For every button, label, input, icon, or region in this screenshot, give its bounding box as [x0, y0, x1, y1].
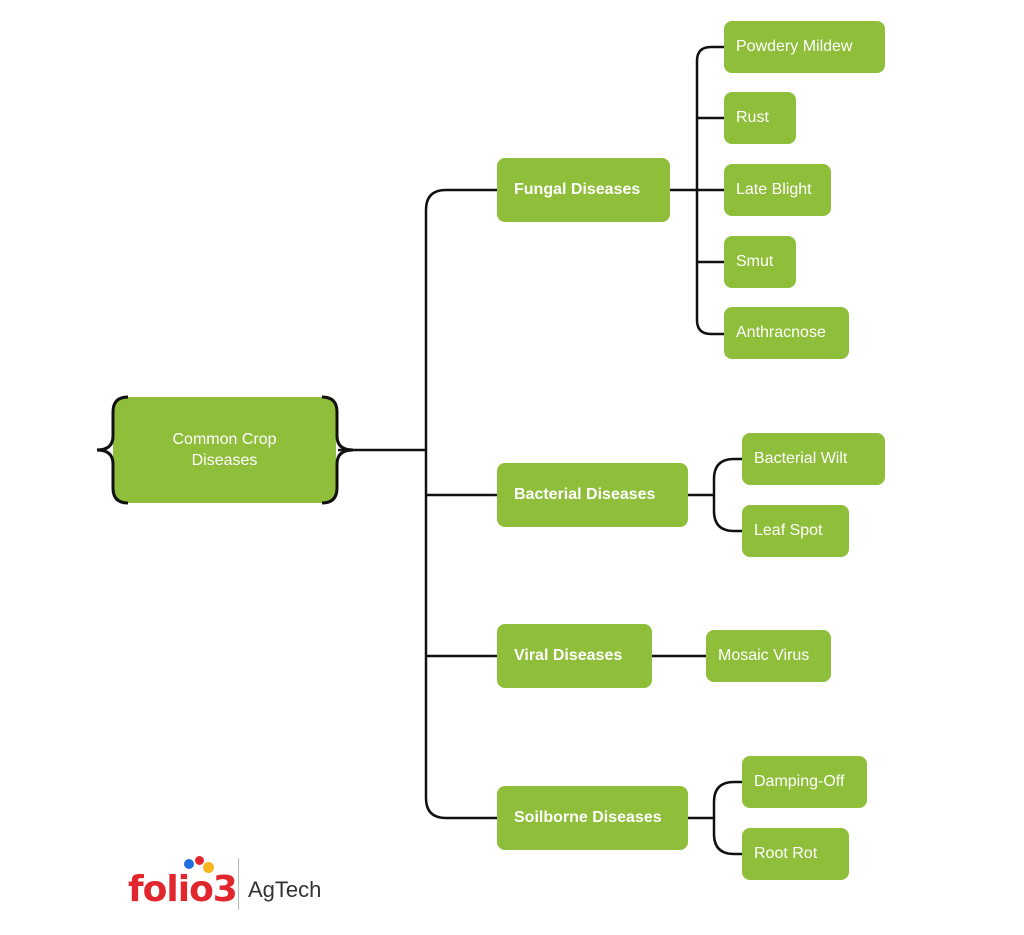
- leaf-powdery-mildew: Powdery Mildew: [724, 21, 885, 73]
- root-label: Common Crop Diseases: [172, 431, 277, 469]
- root-node: Common Crop Diseases: [113, 397, 336, 503]
- category-label: Viral Diseases: [514, 647, 623, 664]
- leaf-label: Rust: [736, 109, 769, 126]
- leaf-label: Damping-Off: [754, 773, 845, 790]
- leaf-anthracnose: Anthracnose: [724, 307, 849, 359]
- leaf-label: Leaf Spot: [754, 522, 823, 539]
- leaf-mosaic-virus: Mosaic Virus: [706, 630, 831, 682]
- leaf-label: Anthracnose: [736, 324, 826, 341]
- leaf-label: Bacterial Wilt: [754, 450, 848, 467]
- category-label: Fungal Diseases: [514, 181, 641, 198]
- leaf-label: Root Rot: [754, 845, 818, 862]
- leaf-label: Late Blight: [736, 181, 812, 198]
- connector-soilborne-bracket: [712, 780, 742, 856]
- logo-dot-blue-icon: [184, 859, 194, 869]
- logo-dot-red-icon: [195, 856, 204, 865]
- leaf-root-rot: Root Rot: [742, 828, 849, 880]
- leaf-damping-off: Damping-Off: [742, 756, 867, 808]
- logo-product: AgTech: [248, 877, 322, 902]
- leaf-leaf-spot: Leaf Spot: [742, 505, 849, 557]
- category-bacterial: Bacterial Diseases: [497, 463, 688, 527]
- leaf-smut: Smut: [724, 236, 796, 288]
- logo-wordmark: folio3: [128, 869, 238, 910]
- connector-bacterial-bracket: [712, 457, 742, 533]
- category-fungal: Fungal Diseases: [497, 158, 670, 222]
- category-label: Bacterial Diseases: [514, 486, 656, 503]
- logo-separator: [238, 858, 239, 910]
- logo-dot-yellow-icon: [203, 862, 214, 873]
- connector-fungal-bracket: [695, 45, 724, 336]
- category-label: Soilborne Diseases: [514, 809, 662, 826]
- leaf-label: Smut: [736, 253, 774, 270]
- connector-trunk: [424, 188, 497, 820]
- leaf-late-blight: Late Blight: [724, 164, 831, 216]
- leaf-label: Powdery Mildew: [736, 38, 853, 55]
- category-soilborne: Soilborne Diseases: [497, 786, 688, 850]
- leaf-bacterial-wilt: Bacterial Wilt: [742, 433, 885, 485]
- leaf-label: Mosaic Virus: [718, 647, 810, 664]
- category-viral: Viral Diseases: [497, 624, 652, 688]
- leaf-rust: Rust: [724, 92, 796, 144]
